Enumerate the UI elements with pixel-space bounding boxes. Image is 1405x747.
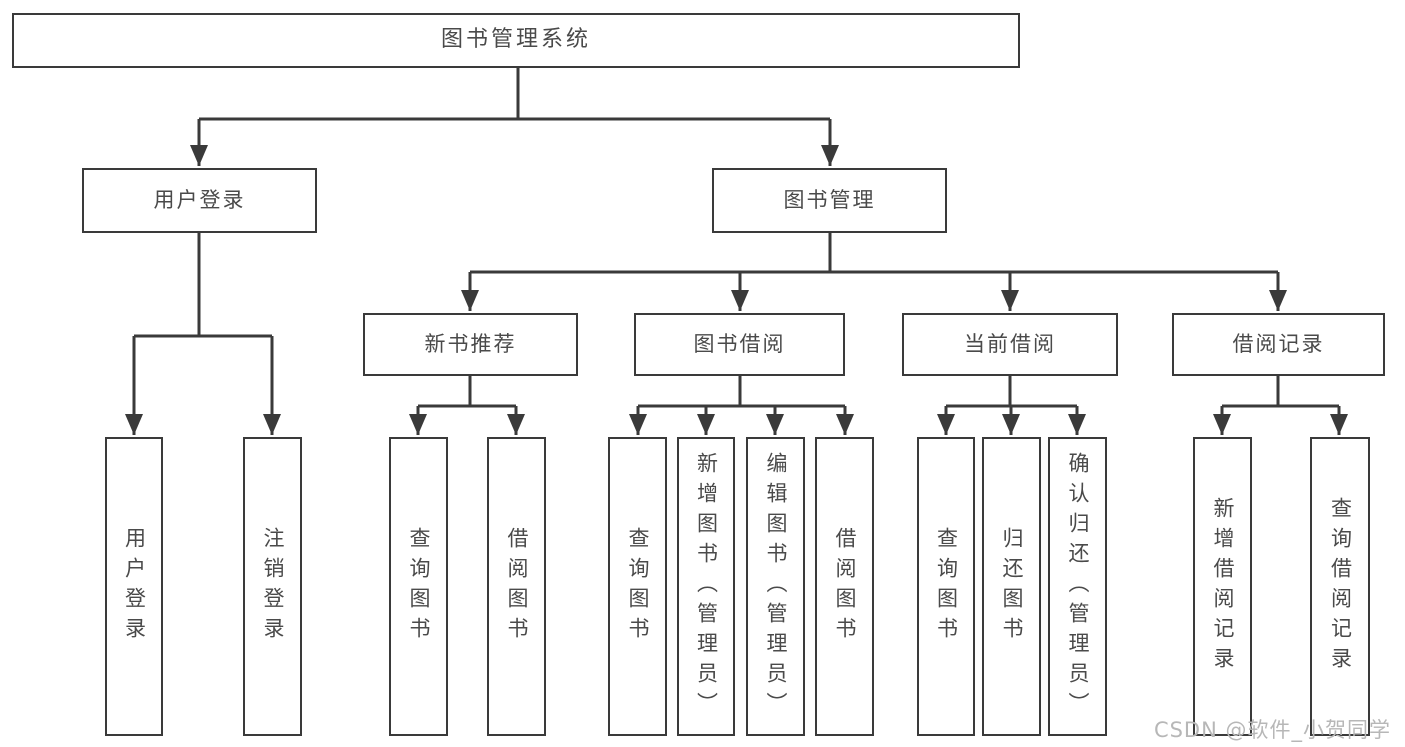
leaf-query-books-recommend: 查询图书	[389, 437, 448, 736]
node-label-book-borrowing: 图书借阅	[693, 331, 786, 356]
node-label-book-management: 图书管理	[783, 187, 876, 212]
leaf-label-add-book-admin: 新增图书（管理员）	[694, 451, 719, 722]
leaf-logout: 注销登录	[243, 437, 302, 736]
node-library-management-system: 图书管理系统	[12, 13, 1020, 68]
leaf-query-books-borrowing: 查询图书	[608, 437, 667, 736]
leaf-label-query-books-recommend: 查询图书	[407, 526, 431, 647]
leaf-user-login: 用户登录	[105, 437, 163, 736]
leaf-label-user-login: 用户登录	[122, 526, 147, 647]
node-user-login: 用户登录	[82, 168, 317, 233]
leaf-borrow-books-recommend: 借阅图书	[487, 437, 546, 736]
node-borrow-records: 借阅记录	[1172, 313, 1385, 376]
node-label-borrow-records: 借阅记录	[1232, 331, 1325, 356]
leaf-label-return-book: 归还图书	[1000, 526, 1024, 647]
leaf-return-book: 归还图书	[982, 437, 1041, 736]
node-current-borrowing: 当前借阅	[902, 313, 1118, 376]
leaf-borrow-books-2: 借阅图书	[815, 437, 874, 736]
leaf-add-borrow-record: 新增借阅记录	[1193, 437, 1252, 736]
leaf-add-book-admin: 新增图书（管理员）	[677, 437, 735, 736]
node-book-borrowing: 图书借阅	[634, 313, 845, 376]
node-label-root: 图书管理系统	[440, 27, 591, 53]
node-label-user-login: 用户登录	[153, 187, 246, 212]
watermark: CSDN @软件_小贺同学	[1153, 718, 1391, 742]
leaf-edit-book-admin: 编辑图书（管理员）	[746, 437, 805, 736]
leaf-label-confirm-return-admin: 确认归还（管理员）	[1066, 451, 1090, 722]
leaf-query-borrow-record: 查询借阅记录	[1310, 437, 1370, 736]
leaf-label-query-borrow-record: 查询借阅记录	[1328, 496, 1353, 677]
node-new-book-recommend: 新书推荐	[363, 313, 578, 376]
node-book-management: 图书管理	[712, 168, 947, 233]
node-label-new-book-recommend: 新书推荐	[424, 331, 517, 356]
leaf-label-add-borrow-record: 新增借阅记录	[1211, 496, 1235, 677]
leaf-label-query-books-current: 查询图书	[934, 526, 959, 647]
leaf-confirm-return-admin: 确认归还（管理员）	[1048, 437, 1107, 736]
leaf-label-edit-book-admin: 编辑图书（管理员）	[764, 451, 788, 722]
leaf-label-logout: 注销登录	[261, 526, 285, 647]
leaf-label-borrow-books-recommend: 借阅图书	[505, 526, 529, 647]
node-label-current-borrowing: 当前借阅	[964, 331, 1056, 356]
leaf-label-query-books-borrowing: 查询图书	[626, 526, 650, 647]
leaf-label-borrow-books-2: 借阅图书	[833, 526, 857, 647]
leaf-query-books-current: 查询图书	[917, 437, 975, 736]
